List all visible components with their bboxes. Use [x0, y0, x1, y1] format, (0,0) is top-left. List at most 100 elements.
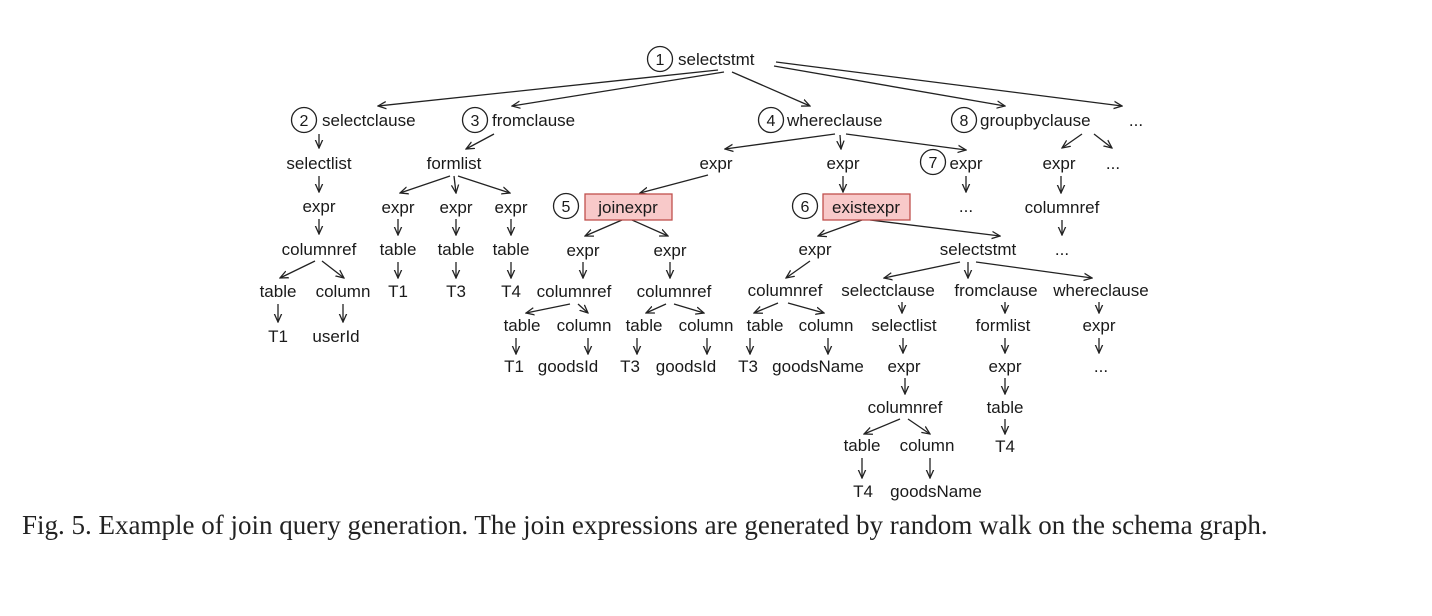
node-sub-selectclause: selectclause [841, 281, 935, 300]
edges [278, 61, 1122, 478]
edge-ex-colref-column [787, 302, 824, 313]
edge-sub-colref-column [907, 418, 930, 434]
node-from-table-1: table [380, 240, 417, 259]
step-badge-6: 6 [791, 192, 819, 220]
step-badge-1-label: 1 [656, 52, 665, 69]
node-sel-column: column [316, 282, 371, 301]
edge-existexpr-selectstmt [869, 219, 1000, 236]
node-from-T3: T3 [446, 282, 466, 301]
edge-columnref-table [280, 260, 316, 278]
node-sub-where-more: ... [1094, 357, 1108, 376]
node-sub-sel-columnref: columnref [868, 398, 943, 417]
node-je-columnref-1: columnref [537, 282, 612, 301]
node-je-column-2: column [679, 316, 734, 335]
node-je-expr-2: expr [653, 241, 686, 260]
edge-root-more [775, 61, 1122, 106]
edge-where-expr2 [840, 134, 841, 149]
node-from-T1: T1 [388, 282, 408, 301]
step-badges: 1 2 3 4 5 6 7 8 [290, 45, 978, 220]
node-from-expr-3: expr [494, 198, 527, 217]
node-je-expr-1: expr [566, 241, 599, 260]
node-where-expr-2: expr [826, 154, 859, 173]
edge-joinexpr-expr2 [631, 219, 668, 236]
node-sub-where-expr: expr [1082, 316, 1115, 335]
node-sub-sel-T4: T4 [853, 482, 873, 501]
step-badge-3: 3 [461, 106, 489, 134]
edge-groupby-more [1093, 133, 1112, 148]
node-sub-from-table: table [987, 398, 1024, 417]
edge-formlist-expr3 [457, 175, 510, 193]
node-gb-more: ... [1106, 154, 1120, 173]
node-ex-table: table [747, 316, 784, 335]
node-sel-userId: userId [312, 327, 359, 346]
node-whereclause: whereclause [786, 111, 882, 130]
node-fromclause: fromclause [492, 111, 575, 130]
node-gb-expr: expr [1042, 154, 1075, 173]
node-je-columnref-2: columnref [637, 282, 712, 301]
node-je-table-1: table [504, 316, 541, 335]
step-badge-7-label: 7 [929, 155, 938, 172]
node-sub-whereclause: whereclause [1052, 281, 1148, 300]
node-joinexpr: joinexpr [597, 198, 658, 217]
node-from-T4: T4 [501, 282, 521, 301]
node-gb-more-2: ... [1055, 240, 1069, 259]
edge-joinexpr-expr1 [585, 219, 623, 236]
step-badge-2: 2 [290, 106, 318, 134]
node-sub-sel-goodsName: goodsName [890, 482, 982, 501]
node-labels: selectstmt selectclause fromclause where… [260, 50, 1149, 501]
node-ex-columnref: columnref [748, 281, 823, 300]
node-root-more: ... [1129, 111, 1143, 130]
node-je-column-1: column [557, 316, 612, 335]
node-je-table-2: table [626, 316, 663, 335]
node-je-T1: T1 [504, 357, 524, 376]
edge-formlist-expr1 [400, 175, 451, 193]
edge-where-expr3 [845, 133, 966, 150]
node-from-expr-1: expr [381, 198, 414, 217]
node-je-T3: T3 [620, 357, 640, 376]
node-ex-column: column [799, 316, 854, 335]
edge-sub-selectclause [884, 261, 961, 278]
node-je-goodsId-2: goodsId [656, 357, 717, 376]
node-selectlist: selectlist [286, 154, 351, 173]
edge-root-fromclause [512, 71, 725, 106]
node-where-expr-3: expr [949, 154, 982, 173]
step-badge-1: 1 [646, 45, 674, 73]
node-sub-from-T4: T4 [995, 437, 1015, 456]
edge-je-colref2-table [646, 303, 667, 313]
edge-ex-colref-table [754, 302, 779, 313]
node-selectclause: selectclause [322, 111, 416, 130]
edge-where-expr1 [725, 133, 836, 149]
edge-groupby-expr [1062, 133, 1083, 148]
edge-sub-colref-table [864, 418, 901, 434]
node-sel-expr: expr [302, 197, 335, 216]
node-sub-sel-column: column [900, 436, 955, 455]
node-ex-expr: expr [798, 240, 831, 259]
node-ex-goodsName: goodsName [772, 357, 864, 376]
node-sub-fromclause: fromclause [954, 281, 1037, 300]
edge-ex-expr-colref [786, 260, 811, 278]
step-badge-7: 7 [919, 148, 947, 176]
step-badge-8-label: 8 [960, 113, 969, 130]
node-formlist: formlist [427, 154, 482, 173]
node-sub-formlist: formlist [976, 316, 1031, 335]
node-sub-sel-table: table [844, 436, 881, 455]
step-badge-3-label: 3 [471, 113, 480, 130]
node-where-expr-3-more: ... [959, 197, 973, 216]
node-from-table-2: table [438, 240, 475, 259]
edge-je-colref1-column [577, 303, 588, 313]
edge-root-selectclause [378, 69, 719, 106]
node-from-expr-2: expr [439, 198, 472, 217]
step-badge-5-label: 5 [562, 199, 571, 216]
node-ex-T3: T3 [738, 357, 758, 376]
edge-sub-whereclause [975, 261, 1092, 278]
edge-columnref-column [321, 260, 344, 278]
step-badge-6-label: 6 [801, 199, 810, 216]
edge-existexpr-expr [818, 219, 863, 236]
existexpr-highlight-box [822, 193, 911, 221]
node-gb-columnref: columnref [1025, 198, 1100, 217]
node-sub-from-expr: expr [988, 357, 1021, 376]
node-je-goodsId-1: goodsId [538, 357, 599, 376]
edge-root-groupby [773, 65, 1005, 106]
joinexpr-highlight-box [584, 193, 673, 221]
